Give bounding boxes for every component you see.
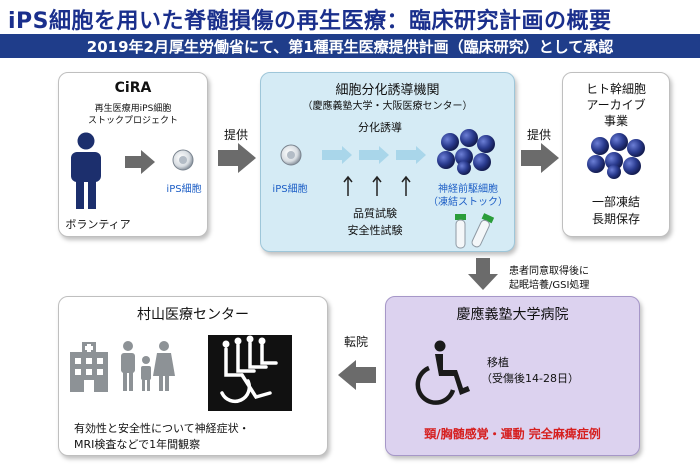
subtitle-bar [0, 34, 700, 58]
transfer-label: 転院 [343, 335, 368, 349]
institute-box [260, 72, 515, 252]
murayama-name: 村山医療センター [137, 307, 249, 323]
page-title: iPS細胞を用いた脊髄損傷の再生医療：臨床研究計画の概要 [8, 9, 612, 34]
institute-affiliation: （慶應義塾大学・大阪医療センター） [302, 101, 473, 112]
archive-line5: 長期保存 [591, 212, 640, 226]
cira-project-line1: 再生医療用iPS細胞 [94, 104, 172, 114]
quality-test-arrows-icon [343, 175, 411, 196]
ips-cell-icon [172, 149, 194, 171]
cira-project-line2: ストックプロジェクト [87, 116, 178, 126]
cira-arrow-icon [125, 150, 155, 174]
wheelchair-icon [415, 340, 470, 405]
safety-test-label: 安全性試験 [347, 224, 403, 237]
transplant-timing: （受傷後14-28日） [481, 372, 579, 385]
frozen-stock-label: （凍結ストック） [428, 197, 508, 208]
archive-line4: 一部凍結 [591, 195, 640, 209]
archive-line2: アーカイブ [586, 98, 646, 112]
archive-line1: ヒト幹細胞 [585, 82, 646, 96]
quality-test-label: 品質試験 [353, 207, 397, 220]
neural-progenitor-label: 神経前駆細胞 [438, 184, 498, 195]
provide-arrow-2-icon [521, 143, 559, 173]
consent-line1: 患者同意取得後に [509, 266, 589, 277]
volunteer-person-icon [71, 132, 101, 209]
provide-label-1: 提供 [223, 128, 248, 142]
transplant-label: 移植 [487, 356, 509, 369]
paralysis-rehab-icon [208, 335, 292, 411]
hospital-family-icon [70, 341, 175, 392]
observation-note-line2: MRI検査などで1年間観察 [74, 438, 201, 451]
institute-ips-cell-icon [280, 144, 302, 166]
test-tubes-icon [455, 213, 495, 249]
keio-hospital-box [385, 296, 640, 456]
volunteer-label: ボランティア [65, 218, 131, 231]
consent-line2: 起眠培養/GSI処理 [509, 280, 590, 291]
institute-ips-label: iPS細胞 [272, 184, 308, 195]
provide-label-2: 提供 [526, 128, 551, 142]
provide-arrow-1-icon [218, 143, 256, 173]
cira-ips-label: iPS細胞 [166, 184, 202, 195]
patient-condition: 頸/胸髄感覚・運動 完全麻痺症例 [424, 427, 601, 441]
neural-progenitor-cells-icon [437, 129, 495, 175]
archive-cells-icon [587, 133, 645, 179]
keio-hospital-name: 慶應義塾大学病院 [456, 307, 569, 323]
archive-line3: 事業 [603, 114, 628, 128]
observation-note-line1: 有効性と安全性について神経症状・ [74, 422, 250, 435]
transfer-arrow-icon [338, 360, 376, 390]
cira-name: CiRA [114, 80, 152, 96]
differentiation-label: 分化誘導 [358, 121, 402, 134]
page-subtitle: 2019年2月厚生労働省にて、第1種再生医療提供計画（臨床研究）として承認 [86, 38, 614, 56]
differentiation-arrows-icon [322, 146, 426, 164]
institute-name: 細胞分化誘導機関 [335, 83, 440, 98]
down-arrow-icon [468, 258, 498, 290]
